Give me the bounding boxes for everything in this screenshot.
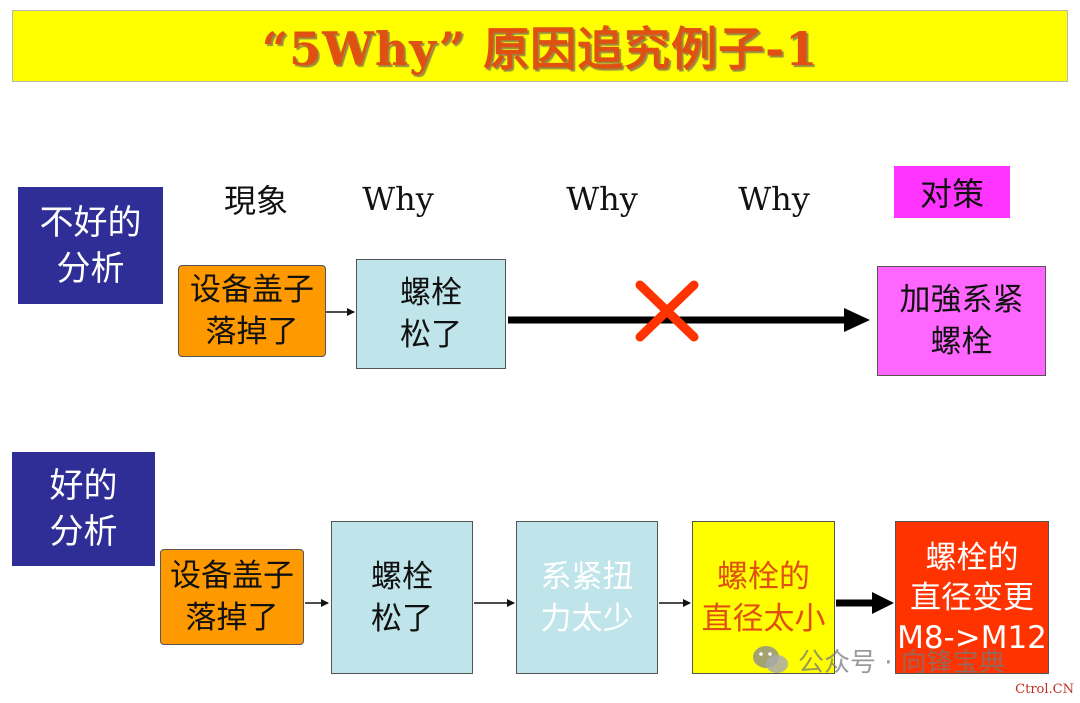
watermark-text: 公众号 · 向锋宝典 — [798, 647, 1005, 678]
header-why-3: Why — [738, 180, 810, 218]
good-box-torque-low: 系紧扭 力太少 — [516, 521, 658, 674]
credit-text: Ctrol.CN — [1015, 682, 1074, 697]
good-box-cover-fell: 设备盖子 落掉了 — [160, 549, 304, 645]
header-measure: 对策 — [894, 166, 1010, 218]
bad-box-cover-fell: 设备盖子 落掉了 — [178, 265, 326, 357]
arrowhead-bad-main — [844, 308, 870, 332]
bad-box-bolt-loose: 螺栓 松了 — [356, 259, 506, 369]
arrowhead-good-main — [872, 592, 894, 614]
watermark: 公众号 · 向锋宝典 — [752, 640, 1005, 680]
page-title: “5Why” 原因追究例子-1 — [261, 22, 819, 76]
bad-analysis-label: 不好的 分析 — [18, 187, 163, 304]
title-banner: “5Why” 原因追究例子-1 — [12, 10, 1068, 82]
cross-mark-icon — [635, 280, 699, 342]
header-why-1: Why — [362, 180, 434, 218]
good-analysis-label: 好的 分析 — [12, 452, 155, 566]
good-box-change-diameter: 螺栓的 直径变更 M8->M12 — [895, 521, 1049, 674]
header-why-2: Why — [566, 180, 638, 218]
bad-box-tighten-bolt: 加強系紧 螺栓 — [877, 266, 1046, 376]
wechat-icon — [753, 646, 788, 673]
good-box-bolt-loose: 螺栓 松了 — [331, 521, 473, 674]
header-phenomenon: 現象 — [223, 182, 288, 220]
